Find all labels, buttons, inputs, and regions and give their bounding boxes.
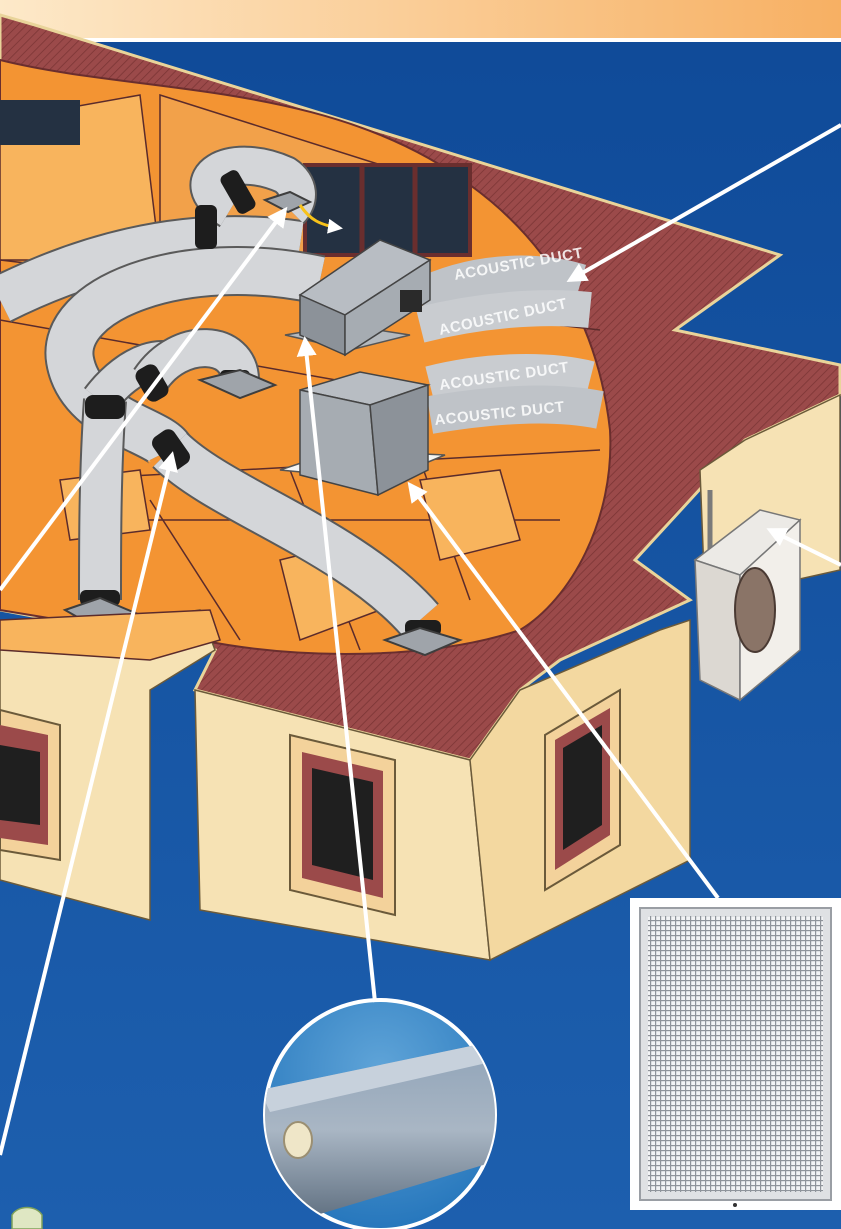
top-banner [0,0,841,40]
drain-tray-inset [260,1000,500,1229]
return-air-grille-inset [630,898,841,1210]
top-banner-rule [0,38,841,42]
remote-controller-partial [12,1208,42,1229]
attic-window [305,165,470,255]
